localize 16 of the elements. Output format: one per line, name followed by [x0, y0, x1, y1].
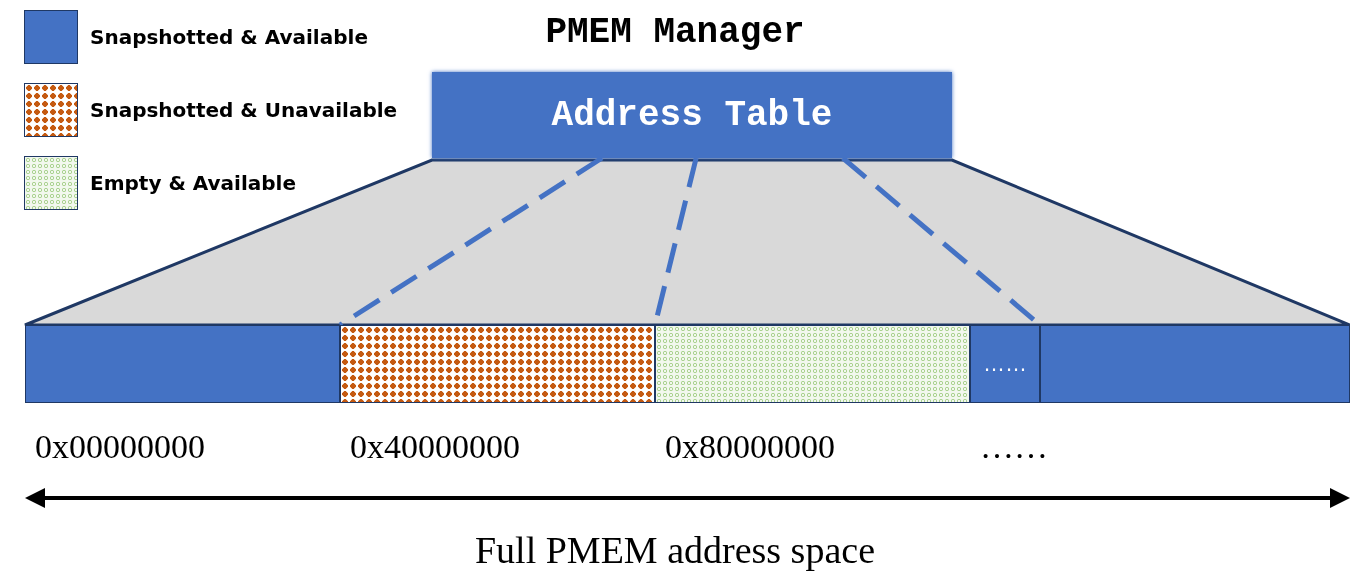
- address-label: 0x40000000: [350, 428, 520, 465]
- ellipsis-text: ……: [983, 351, 1027, 377]
- legend-label: Snapshotted & Unavailable: [90, 98, 398, 122]
- memory-segment: [655, 325, 970, 403]
- address-label: 0x80000000: [665, 428, 835, 465]
- address-label: 0x00000000: [35, 428, 205, 465]
- memory-segment: [970, 325, 1040, 403]
- diagram-title: PMEM Manager: [544, 12, 806, 53]
- legend-label: Empty & Available: [90, 171, 297, 195]
- memory-segment: [340, 325, 655, 403]
- axis-label: Full PMEM address space: [475, 529, 875, 571]
- memory-segment: [25, 325, 340, 403]
- memory-segment: [1040, 325, 1350, 403]
- table-box: Address Table: [432, 72, 952, 158]
- legend-label: Snapshotted & Available: [90, 25, 368, 49]
- ellipsis-text: ……: [980, 428, 1048, 465]
